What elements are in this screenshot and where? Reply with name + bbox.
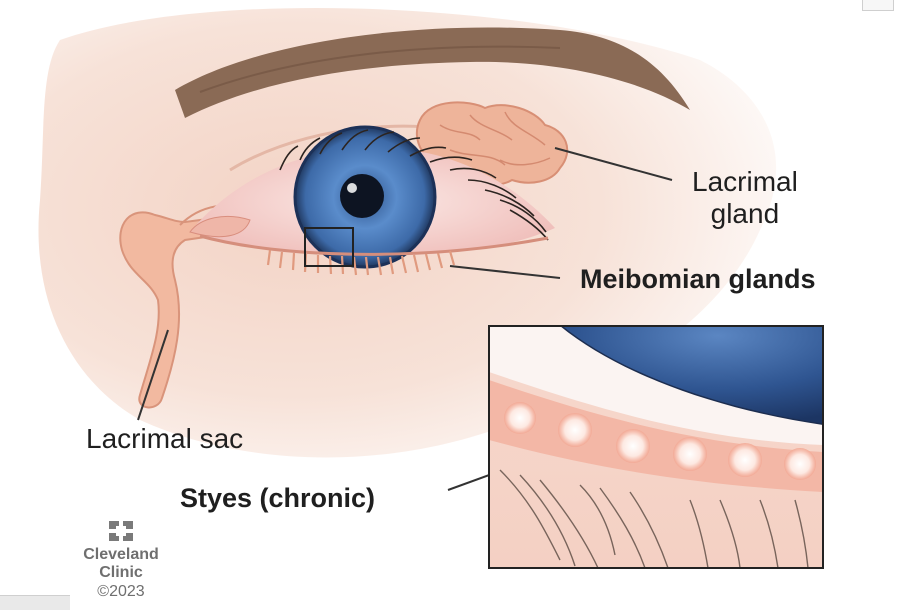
corner-frame-artifact bbox=[862, 0, 894, 11]
bottom-strip-artifact bbox=[0, 595, 70, 610]
label-lacrimal-gland-line1: Lacrimal bbox=[692, 166, 798, 198]
cleveland-clinic-mark-icon bbox=[108, 520, 134, 542]
label-lacrimal-gland: Lacrimal gland bbox=[692, 166, 798, 230]
logo-brand-line1: Cleveland bbox=[62, 546, 180, 564]
logo-brand-line2: Clinic bbox=[62, 564, 180, 582]
label-lacrimal-gland-line2: gland bbox=[692, 198, 798, 230]
label-styes-chronic: Styes (chronic) bbox=[180, 483, 375, 514]
label-lacrimal-sac: Lacrimal sac bbox=[86, 423, 243, 455]
pupil bbox=[340, 174, 384, 218]
inset-magnified-view bbox=[489, 326, 823, 568]
label-meibomian-glands: Meibomian glands bbox=[580, 264, 816, 295]
logo-copyright: ©2023 bbox=[62, 583, 180, 601]
cleveland-clinic-logo: Cleveland Clinic ©2023 bbox=[62, 520, 180, 601]
